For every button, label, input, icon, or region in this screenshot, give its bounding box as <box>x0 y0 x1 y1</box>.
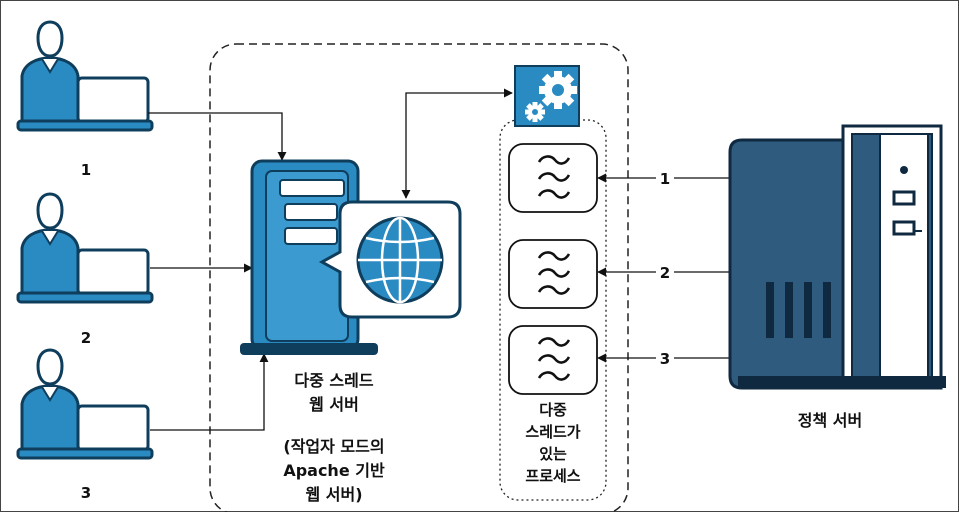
globe-icon <box>356 216 444 304</box>
user-with-laptop-icon <box>16 20 154 132</box>
thread-1 <box>507 142 599 214</box>
client-1-arrow <box>148 112 287 161</box>
policy-server-icon <box>728 124 946 390</box>
server-process-arrow <box>401 88 513 199</box>
web-server-name-line: 웹 서버 <box>309 395 359 414</box>
client-1: 1 <box>16 20 154 179</box>
thread-wave-icon <box>507 142 599 214</box>
process-label: 다중 스레드가 있는 프로세스 <box>525 401 580 485</box>
process-label-line: 다중 <box>539 401 567 419</box>
thread-wave-icon <box>507 238 599 310</box>
connection-label: 1 <box>660 170 670 188</box>
thread-2 <box>507 238 599 310</box>
connection-label: 2 <box>660 264 670 282</box>
client-label: 1 <box>81 161 91 179</box>
server-tower-icon <box>240 159 378 355</box>
process-label-line: 스레드가 <box>525 423 580 441</box>
web-server-name-line: 다중 스레드 <box>294 371 373 390</box>
process-label-line: 있는 <box>539 445 567 463</box>
web-server-detail: (작업자 모드의 Apache 기반 웹 서버) <box>283 437 385 504</box>
policy-server-label: 정책 서버 <box>798 411 862 430</box>
web-server-detail-line: Apache 기반 <box>283 461 385 480</box>
web-server-detail-line: (작업자 모드의 <box>283 437 384 456</box>
user-with-laptop-icon <box>16 348 154 460</box>
thread-3 <box>507 324 599 396</box>
client-2: 2 <box>16 192 154 347</box>
thread-wave-icon <box>507 324 599 396</box>
gears-icon <box>514 65 580 127</box>
user-with-laptop-icon <box>16 192 154 304</box>
client-3-arrow <box>150 353 269 431</box>
client-label: 2 <box>81 329 91 347</box>
connection-label: 3 <box>660 350 670 368</box>
client-3: 3 <box>16 348 154 502</box>
web-server-detail-line: 웹 서버) <box>305 485 362 504</box>
client-label: 3 <box>81 484 91 502</box>
process-label-line: 프로세스 <box>525 467 580 485</box>
web-server-region <box>209 43 629 512</box>
globe-callout <box>318 200 462 319</box>
web-server-label: 다중 스레드 웹 서버 <box>294 371 373 414</box>
